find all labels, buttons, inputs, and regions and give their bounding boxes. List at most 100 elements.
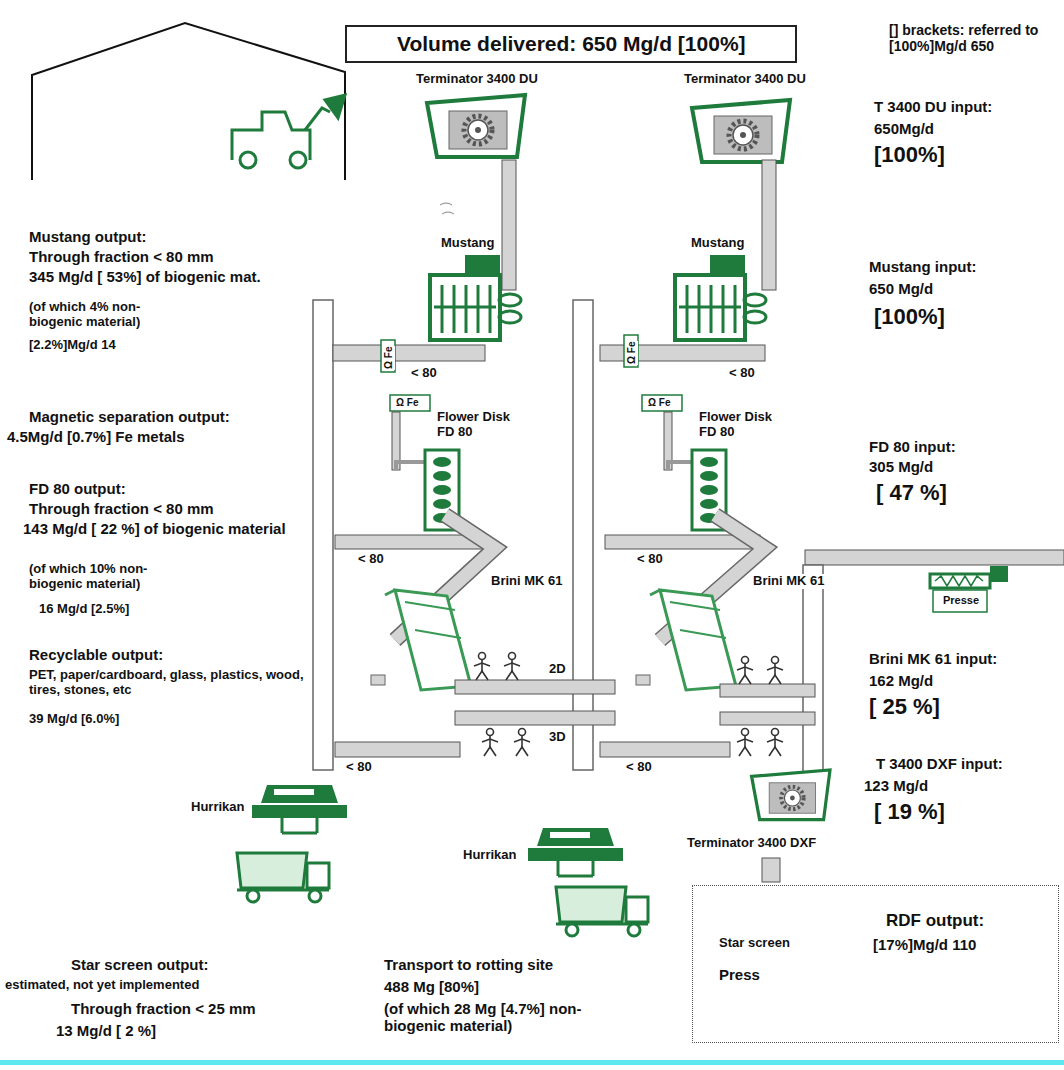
flow-note: Through fraction < 80 mm [28, 248, 215, 265]
flow-note: FD 80 output: [28, 480, 127, 497]
flow-note: 13 Mg/d [ 2 %] [55, 1022, 157, 1039]
sorter-worker [767, 657, 783, 685]
rdf-unit-box: Star screenPressRDF output:[17%]Mg/d 110 [692, 885, 1059, 1043]
conveyor [803, 565, 823, 775]
flow-note: 162 Mg/d [868, 672, 934, 689]
conveyor [573, 300, 593, 770]
drum-screen [675, 255, 766, 340]
flow-note: 488 Mg [80%] [383, 978, 480, 995]
truck [237, 853, 329, 902]
ballistic-separator [371, 590, 471, 690]
sorter-worker [737, 729, 753, 757]
magnet-box [381, 340, 395, 372]
sort-mark: < 80 [625, 760, 653, 775]
truck [556, 887, 648, 936]
bottom-band [0, 1060, 1064, 1065]
ballistic-separator [636, 590, 736, 690]
flow-note: Magnetic separation output: [28, 408, 231, 425]
sorter-worker [514, 729, 530, 757]
machine-label: Terminator 3400 DU [415, 72, 539, 87]
sorting-belt [720, 712, 815, 725]
conveyor [502, 160, 516, 290]
flow-note: 650Mg/d [873, 120, 935, 137]
sort-mark: Ω Fe [626, 341, 638, 365]
sort-mark: < 80 [728, 366, 756, 381]
small-note: (of which 4% non-biogenic material) [28, 300, 180, 330]
small-note: 39 Mg/d [6.0%] [28, 712, 120, 727]
flow-note: 305 Mg/d [868, 458, 934, 475]
flow-note: T 3400 DXF input: [875, 755, 1004, 772]
conveyor [805, 550, 1064, 565]
machine-label: Terminator 3400 DU [683, 72, 807, 87]
shredder [752, 770, 830, 820]
conveyor [313, 300, 333, 770]
sort-mark: < 80 [357, 552, 385, 567]
machine-label: Brini MK 61 [490, 574, 564, 589]
flow-note: Recyclable output: [28, 646, 164, 663]
sorting-belt [720, 684, 815, 697]
flow-note: 345 Mg/d [ 53%] of biogenic mat. [28, 268, 262, 285]
sort-mark: 3D [548, 730, 567, 745]
magnet-box [390, 395, 430, 411]
sort-mark: < 80 [345, 760, 373, 775]
wheel-loader [232, 95, 345, 168]
flow-note: Brini MK 61 input: [868, 650, 998, 667]
flow-note: Mustang output: [28, 228, 147, 245]
chute [762, 858, 780, 882]
title-text: Volume delivered: 650 Mg/d [100%] [397, 32, 746, 56]
conveyor [600, 742, 730, 757]
flow-note: Through fraction < 80 mm [28, 500, 215, 517]
magnet-box [642, 395, 682, 411]
flow-note: Through fraction < 25 mm [70, 1000, 257, 1017]
percent-value: [ 25 %] [868, 694, 941, 719]
unit-text: Press [719, 966, 760, 983]
machine-label: Flower Disk FD 80 [698, 410, 792, 440]
chute [396, 462, 425, 470]
small-note: [] brackets: referred to [100%]Mg/d 650 [888, 22, 1058, 54]
percent-value: [ 47 %] [875, 480, 948, 505]
small-note: [2.2%]Mg/d 14 [28, 338, 117, 353]
flow-note: Transport to rotting site [383, 956, 554, 973]
small-note: PET, paper/cardboard, glass, plastics, w… [28, 668, 305, 698]
sort-mark: < 80 [410, 366, 438, 381]
wind-sifter [528, 828, 623, 876]
machine-label: Mustang [690, 236, 745, 251]
sort-mark: < 80 [636, 552, 664, 567]
mark [440, 203, 454, 214]
sort-mark: Ω Fe [395, 397, 419, 409]
press-icon [930, 566, 1008, 612]
machine-label: Presse [942, 594, 980, 607]
flow-note: 123 Mg/d [863, 777, 929, 794]
unit-text: RDF output: [886, 911, 984, 931]
magnet-box [624, 335, 638, 367]
conveyor [335, 742, 460, 757]
unit-text: Star screen [719, 936, 790, 951]
machine-label: Hurrikan [462, 848, 517, 863]
hall-outline [32, 23, 345, 180]
conveyor [333, 345, 485, 361]
flow-note: Star screen output: [70, 956, 210, 973]
sorting-belt [455, 680, 615, 694]
flow-note: 650 Mg/d [868, 280, 934, 297]
sort-mark: 2D [548, 662, 567, 677]
conveyor [762, 160, 776, 290]
drum-screen [430, 255, 521, 340]
small-note: estimated, not yet implemented [4, 978, 200, 993]
machine-label: Brini MK 61 [752, 574, 826, 589]
small-note: 16 Mg/d [2.5%] [38, 602, 130, 617]
percent-value: [100%] [873, 142, 946, 167]
flow-note: 4.5Mg/d [0.7%] Fe metals [6, 428, 186, 445]
wind-sifter [252, 785, 347, 833]
small-note: (of which 10% non-biogenic material) [28, 562, 180, 592]
title-box: Volume delivered: 650 Mg/d [100%] [345, 25, 797, 63]
chute [668, 462, 692, 470]
sorter-worker [474, 653, 490, 681]
sorter-worker [737, 657, 753, 685]
flow-note: FD 80 input: [868, 438, 957, 455]
machine-label: Flower Disk FD 80 [436, 410, 530, 440]
sorter-worker [482, 729, 498, 757]
shredder [692, 100, 790, 162]
sorting-belt [455, 711, 615, 725]
flow-note: Mustang input: [868, 258, 977, 275]
sort-mark: Ω Fe [383, 346, 395, 370]
